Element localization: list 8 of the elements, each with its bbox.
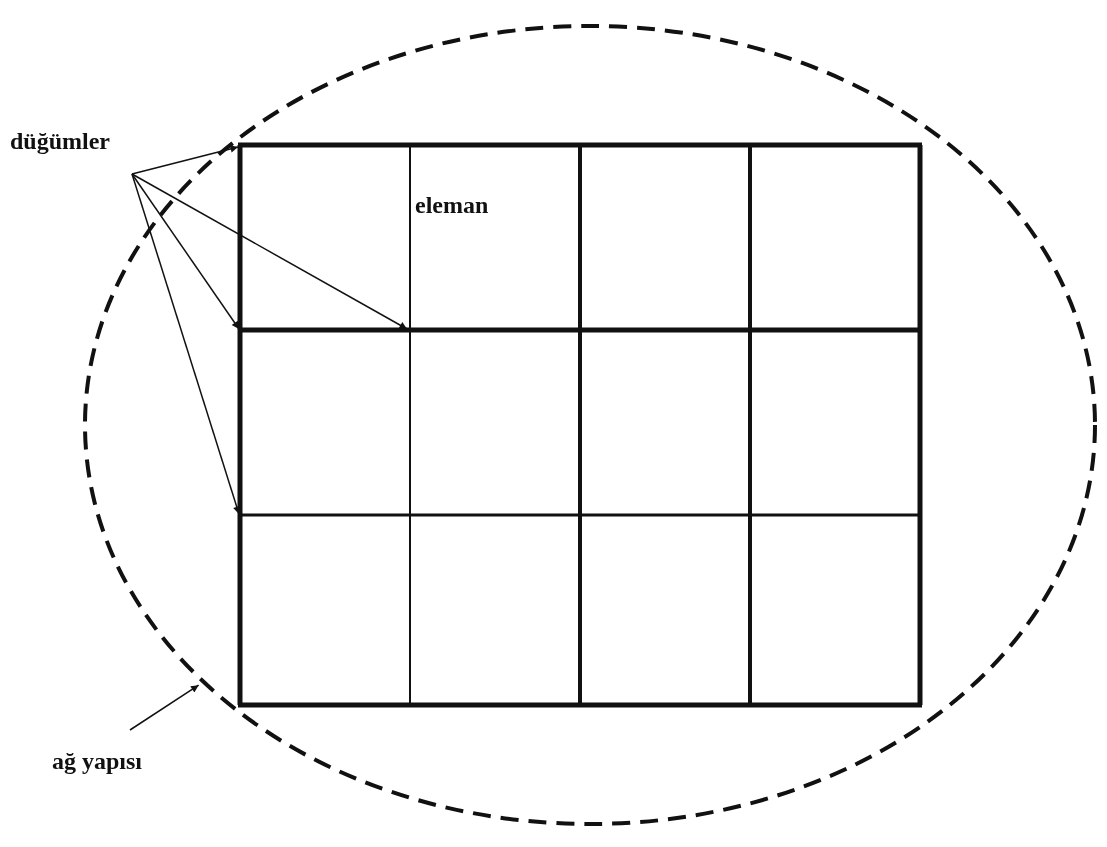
leader-line [131, 173, 241, 515]
leader-line [131, 145, 239, 175]
callout-text: ağ yapısı [52, 748, 143, 775]
element-label: eleman [415, 192, 489, 219]
leader-line [131, 173, 240, 330]
leader-line [131, 173, 408, 330]
callout-text: düğümler [10, 128, 110, 155]
leader-line [129, 684, 200, 731]
